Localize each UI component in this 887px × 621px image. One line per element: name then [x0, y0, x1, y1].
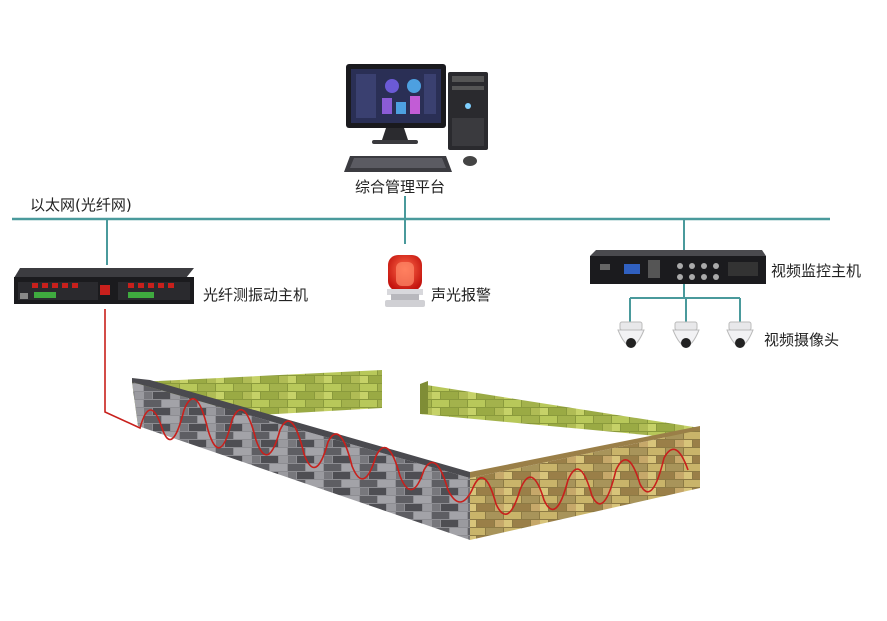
cameras-label: 视频摄像头 — [764, 331, 839, 349]
network-label: 以太网(光纤网) — [30, 196, 132, 214]
video-host-label: 视频监控主机 — [771, 262, 861, 280]
video-host-device-icon — [590, 250, 766, 284]
computer-icon — [344, 64, 488, 172]
dome-camera-icon — [617, 321, 645, 348]
fiber-host-device-icon — [14, 268, 194, 304]
alarm-beacon-icon — [385, 255, 425, 307]
alarm-label: 声光报警 — [431, 286, 491, 304]
platform-label: 综合管理平台 — [355, 178, 445, 196]
fiber-host-label: 光纤测振动主机 — [203, 286, 308, 304]
fiber-sensing-cable — [104, 309, 689, 516]
dome-camera-icon — [726, 321, 754, 348]
dome-camera-icon — [672, 321, 700, 348]
perimeter-wall — [132, 370, 700, 540]
